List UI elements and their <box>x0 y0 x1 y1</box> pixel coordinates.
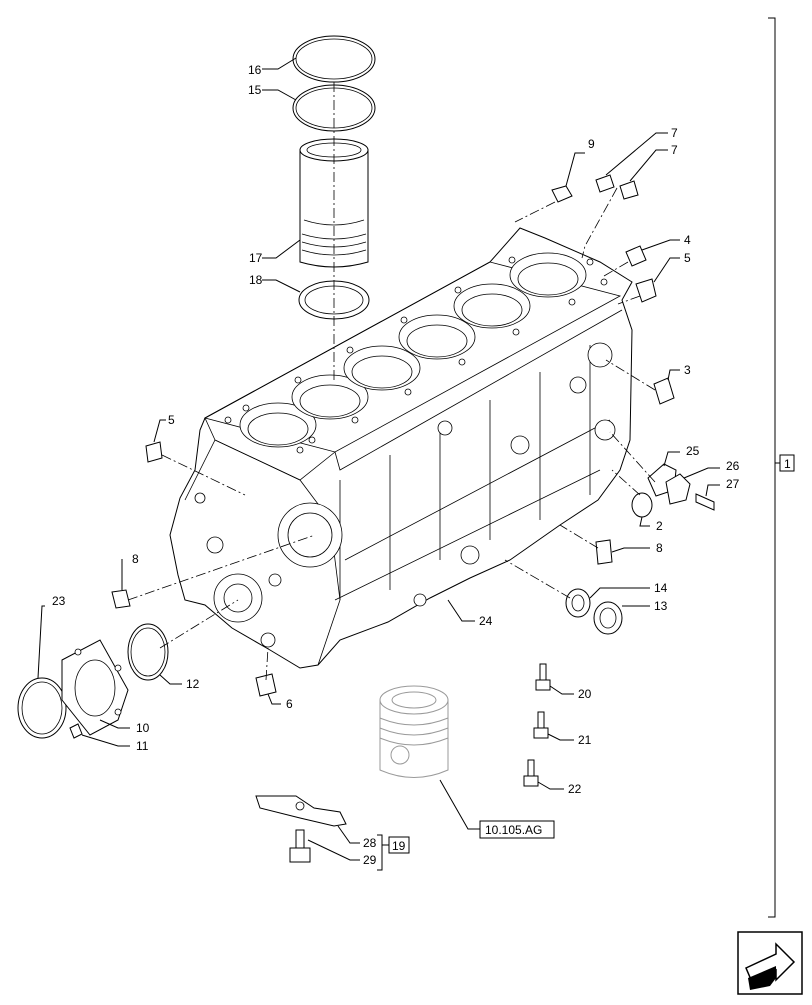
plug-7b <box>619 180 639 200</box>
callout-labels: 16 15 17 18 9 7 7 4 5 3 5 25 26 27 2 8 8… <box>52 63 740 867</box>
callout-26: 26 <box>726 459 740 473</box>
callout-21: 21 <box>578 733 592 747</box>
callout-8-right: 8 <box>656 541 663 555</box>
reference-link-10-105-ag[interactable]: 10.105.AG <box>479 820 555 839</box>
svg-text:19: 19 <box>392 839 406 853</box>
plug-13 <box>593 601 623 635</box>
callout-11: 11 <box>136 739 149 753</box>
callout-3: 3 <box>684 363 691 377</box>
cylinder-block <box>169 227 633 669</box>
callout-28: 28 <box>363 836 377 850</box>
plug-9 <box>551 185 573 203</box>
callout-22: 22 <box>568 782 582 796</box>
callout-16: 16 <box>248 63 262 77</box>
callout-10: 10 <box>136 721 150 735</box>
screw-20 <box>535 663 551 691</box>
o-ring-12 <box>127 623 169 681</box>
svg-text:10.105.AG: 10.105.AG <box>485 823 542 837</box>
plug-3 <box>653 377 675 405</box>
leader-lines <box>37 17 780 918</box>
ring-14 <box>565 588 591 618</box>
callout-7b: 7 <box>671 143 678 157</box>
callout-7a: 7 <box>671 126 678 140</box>
plug-5-right <box>635 278 657 303</box>
arrow-next-icon[interactable] <box>737 931 803 995</box>
plug-8-right <box>595 539 613 565</box>
callout-12: 12 <box>186 677 200 691</box>
screw-11 <box>69 723 83 739</box>
group-box-right: 1 <box>779 454 795 472</box>
callout-13: 13 <box>654 599 668 613</box>
bracket-28 <box>255 795 347 827</box>
plug-8-left <box>111 589 131 609</box>
callout-2: 2 <box>656 519 663 533</box>
plug-7a <box>595 174 615 193</box>
screw-27 <box>695 493 715 511</box>
callout-27: 27 <box>726 477 740 491</box>
callout-9: 9 <box>588 137 595 151</box>
plug-4 <box>625 245 647 267</box>
bolt-29 <box>289 829 311 863</box>
callout-24: 24 <box>479 614 493 628</box>
assembly-lines <box>127 82 656 681</box>
cylinder-bores <box>239 252 587 448</box>
callout-29: 29 <box>363 853 377 867</box>
callout-5-left: 5 <box>168 413 175 427</box>
callout-25: 25 <box>686 444 700 458</box>
callout-8-left: 8 <box>132 552 139 566</box>
callout-17: 17 <box>249 251 263 265</box>
callout-20: 20 <box>578 687 592 701</box>
gasket-26 <box>665 473 691 505</box>
head-bolt-holes <box>224 256 608 454</box>
seal-2 <box>631 492 653 518</box>
plug-5-left <box>145 441 163 463</box>
cover-10 <box>61 639 129 736</box>
callout-14: 14 <box>654 581 668 595</box>
piston-reference <box>379 685 449 778</box>
callout-5-right: 5 <box>684 251 691 265</box>
callout-15: 15 <box>248 83 262 97</box>
callout-23: 23 <box>52 594 66 608</box>
o-ring-16 <box>292 35 376 83</box>
callout-6: 6 <box>286 697 293 711</box>
screw-22 <box>523 759 539 787</box>
group-box-19: 19 <box>388 836 410 854</box>
callout-18: 18 <box>249 273 263 287</box>
svg-text:1: 1 <box>784 457 791 471</box>
seal-ring-23 <box>17 677 67 739</box>
screw-21 <box>533 711 549 739</box>
callout-4: 4 <box>684 233 691 247</box>
